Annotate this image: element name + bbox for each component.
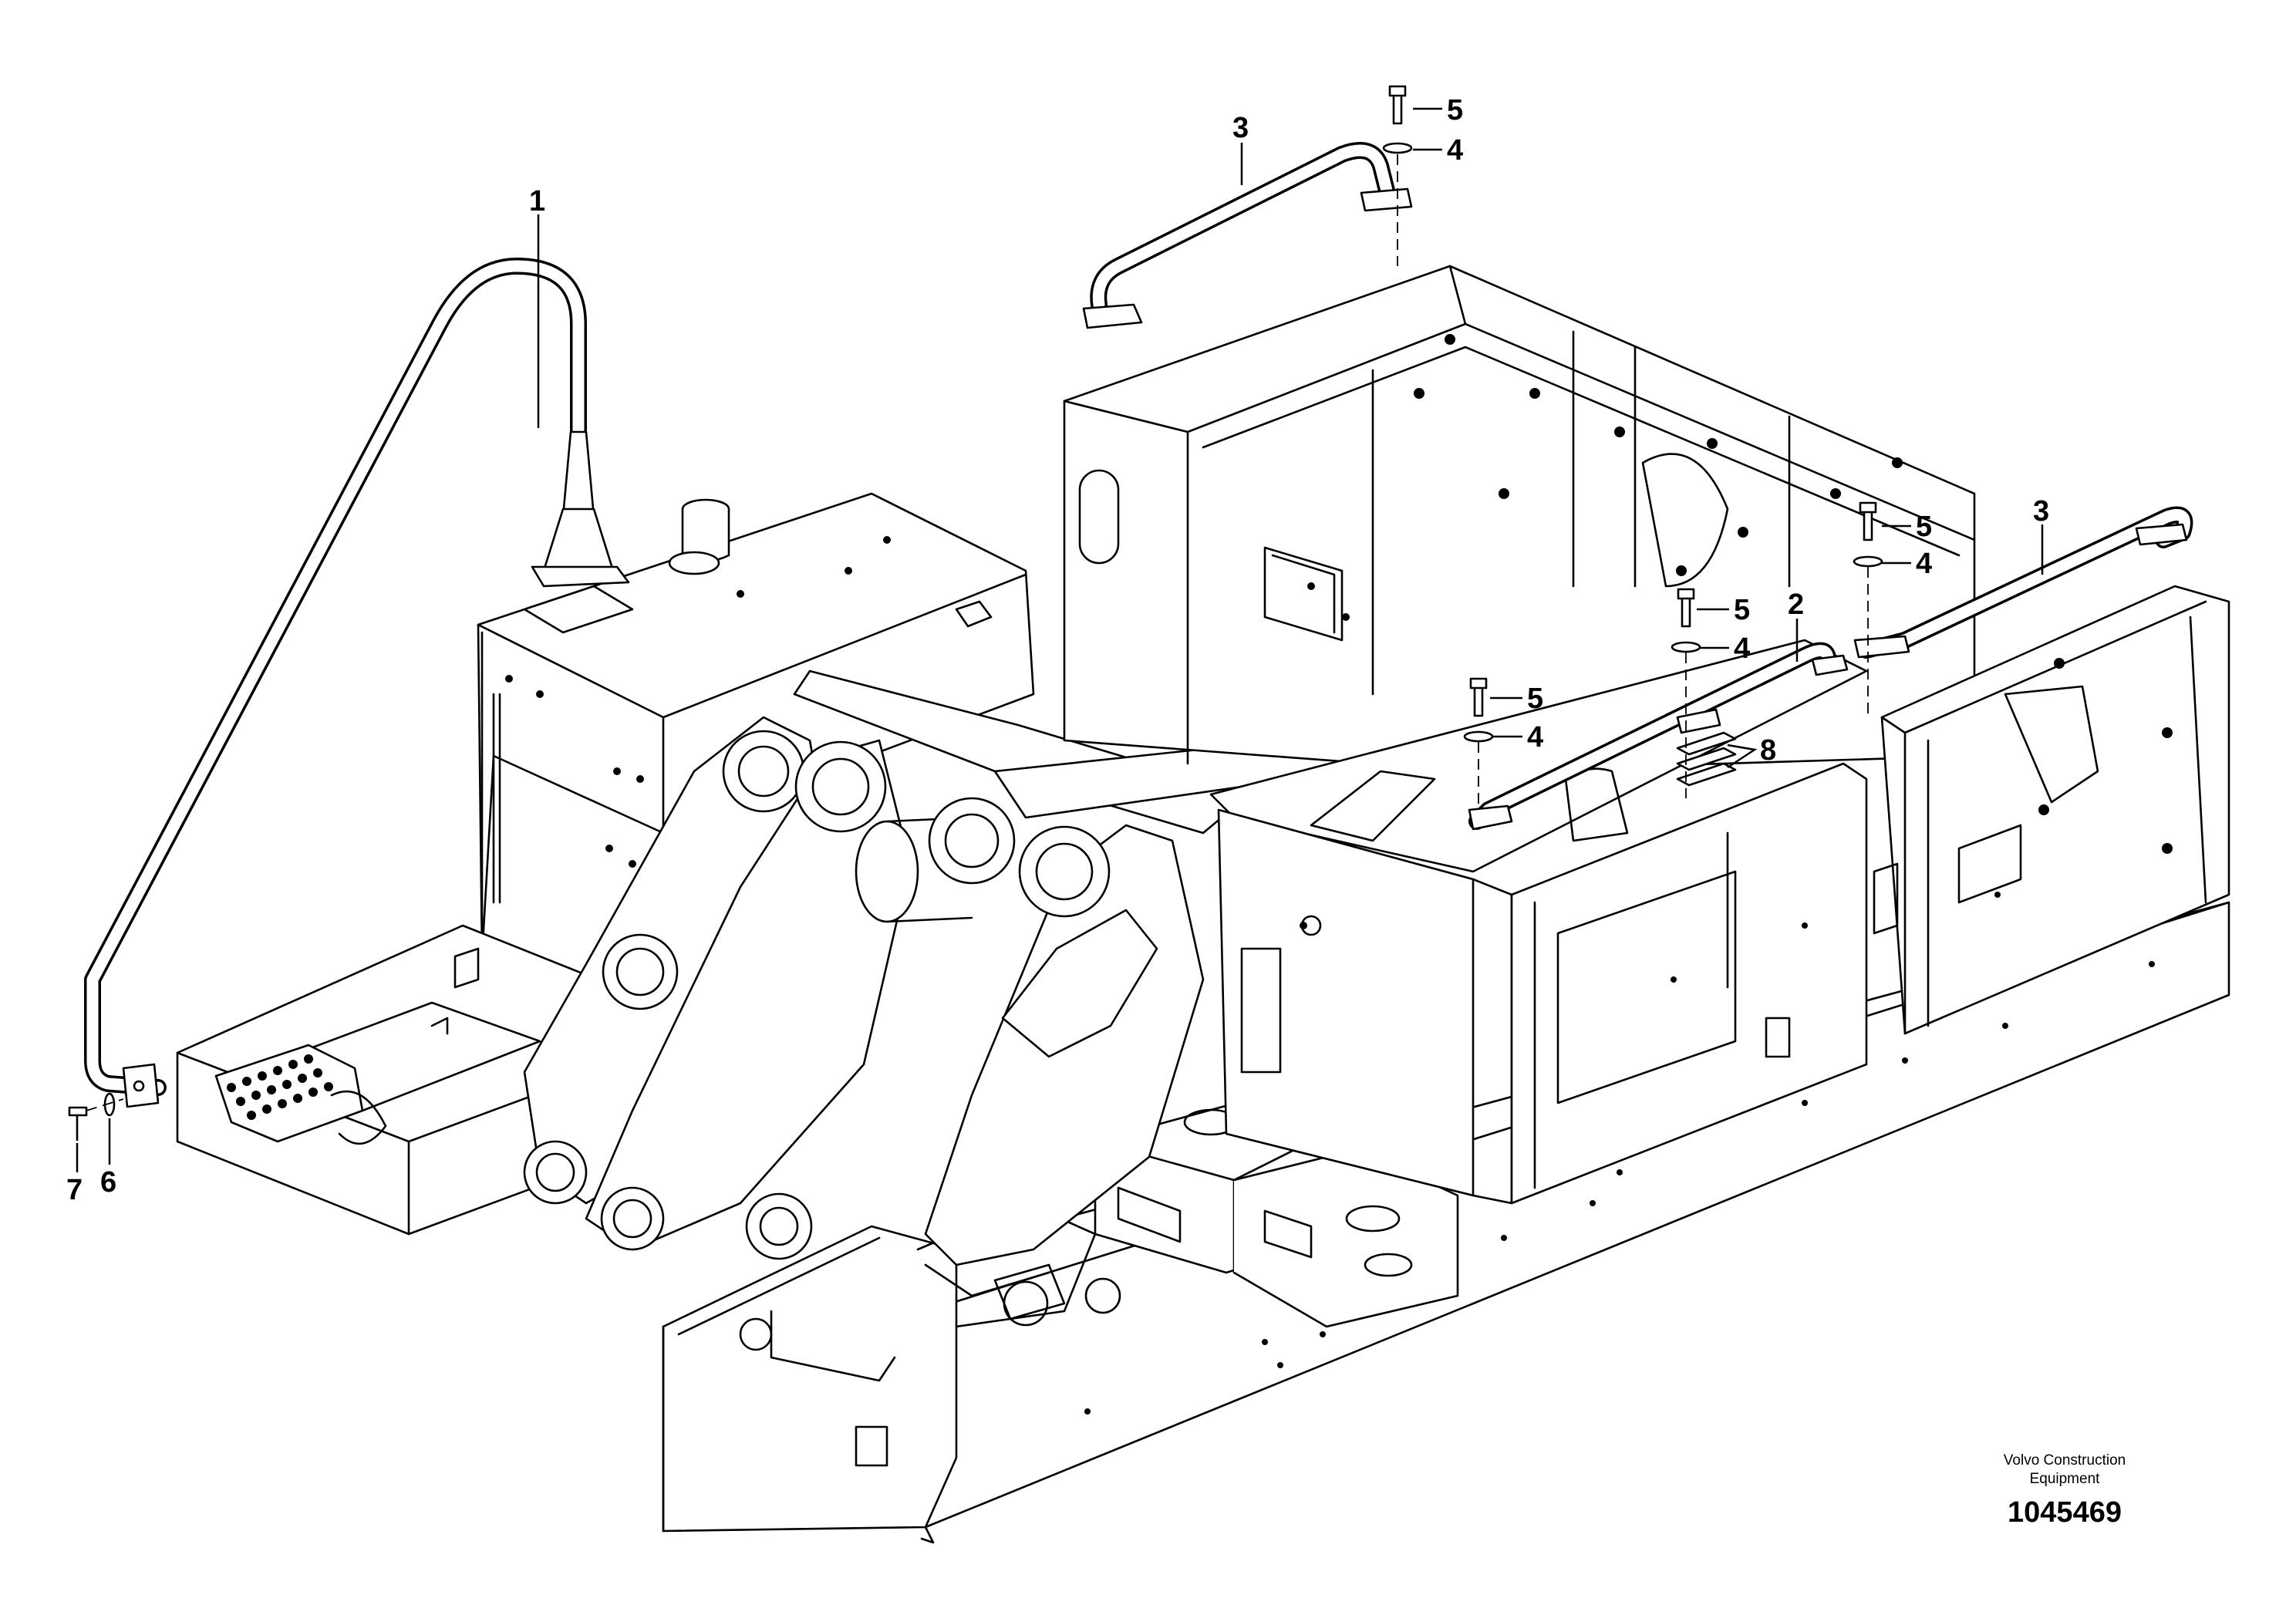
- callout-labels: 1 2 3 3 4 5 4 5 4 5 4 5 6 7 8: [66, 94, 2049, 1206]
- callout-leaders: [76, 107, 2044, 1172]
- company-name-line2: Equipment: [2029, 1471, 2100, 1487]
- company-name-line1: Volvo Construction: [2003, 1452, 2126, 1469]
- fasteners: [68, 85, 1883, 1141]
- callout-4d: 4: [1527, 721, 1543, 754]
- part-8-shims: [1676, 731, 1737, 787]
- callout-5d: 5: [1527, 683, 1543, 715]
- boom-mount-brackets: [523, 669, 1405, 1266]
- callout-3a: 3: [1232, 112, 1249, 144]
- right-panel-bolts: [1994, 658, 2173, 898]
- rear-housing: [1063, 265, 1976, 773]
- right-platform: [1873, 585, 2230, 1035]
- drawing-footer: Volvo Construction Equipment 1045469: [1918, 1452, 2211, 1529]
- drawing-number: 1045469: [2008, 1496, 2122, 1529]
- callout-5a: 5: [1447, 94, 1463, 126]
- housing-bolt-holes: [1307, 334, 1903, 621]
- part-3-rail-left: [1082, 142, 1413, 329]
- left-step-box: [176, 924, 619, 1236]
- callout-1: 1: [529, 185, 545, 218]
- rail-bolt-holes: [1084, 961, 2155, 1415]
- callout-4b: 4: [1916, 548, 1932, 580]
- callout-4c: 4: [1734, 632, 1750, 665]
- part-2-rail: [1468, 642, 1849, 831]
- callout-7: 7: [66, 1174, 83, 1206]
- callout-5b: 5: [1916, 511, 1932, 543]
- callout-3b: 3: [2033, 495, 2049, 528]
- callout-2: 2: [1788, 588, 1804, 621]
- callout-8: 8: [1760, 734, 1776, 767]
- part-3-rail-right: [1853, 506, 2193, 659]
- part-1-grab-rail: [84, 258, 634, 1108]
- callout-4a: 4: [1447, 134, 1463, 167]
- step-plate-perforations: [227, 1054, 333, 1120]
- callout-6: 6: [100, 1166, 116, 1199]
- callout-5c: 5: [1734, 594, 1750, 626]
